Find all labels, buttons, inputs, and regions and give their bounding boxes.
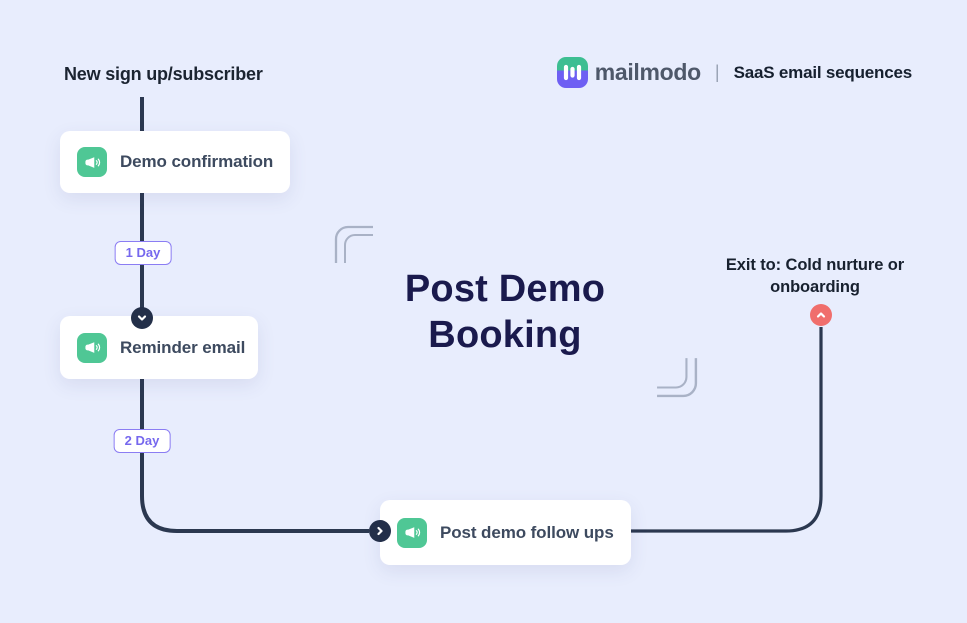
chevron-right-icon <box>369 520 391 542</box>
brand-wordmark: mailmodo <box>594 59 702 85</box>
header-divider: | <box>714 62 720 82</box>
flow-node-post-demo-follow-ups: Post demo follow ups <box>380 500 631 565</box>
mailmodo-logo-icon <box>556 57 588 88</box>
connector-left-path <box>140 97 369 533</box>
flow-node-label: Reminder email <box>120 337 246 357</box>
delay-badge-2-day: 2 Day <box>113 429 171 453</box>
corner-bracket-decoration <box>657 358 698 398</box>
flow-node-reminder-email: Reminder email <box>60 316 258 379</box>
connector-right-path <box>631 327 823 533</box>
header-tagline: SaaS email sequences <box>733 62 913 82</box>
flow-node-demo-confirmation: Demo confirmation <box>60 131 290 193</box>
megaphone-icon <box>77 147 107 177</box>
delay-badge-1-day: 1 Day <box>114 241 172 265</box>
chevron-down-icon <box>131 307 153 329</box>
flow-start-label: New sign up/subscriber <box>64 64 263 84</box>
megaphone-icon <box>397 517 427 548</box>
flow-exit-label: Exit to: Cold nurture or onboarding <box>725 256 905 297</box>
corner-bracket-decoration <box>334 225 373 263</box>
flow-node-label: Post demo follow ups <box>440 522 614 542</box>
page-title: Post Demo Booking <box>404 268 606 357</box>
flow-node-label: Demo confirmation <box>120 152 274 171</box>
brand-header: mailmodo | SaaS email sequences <box>556 57 913 88</box>
megaphone-icon <box>77 332 107 363</box>
chevron-up-icon <box>810 304 832 326</box>
